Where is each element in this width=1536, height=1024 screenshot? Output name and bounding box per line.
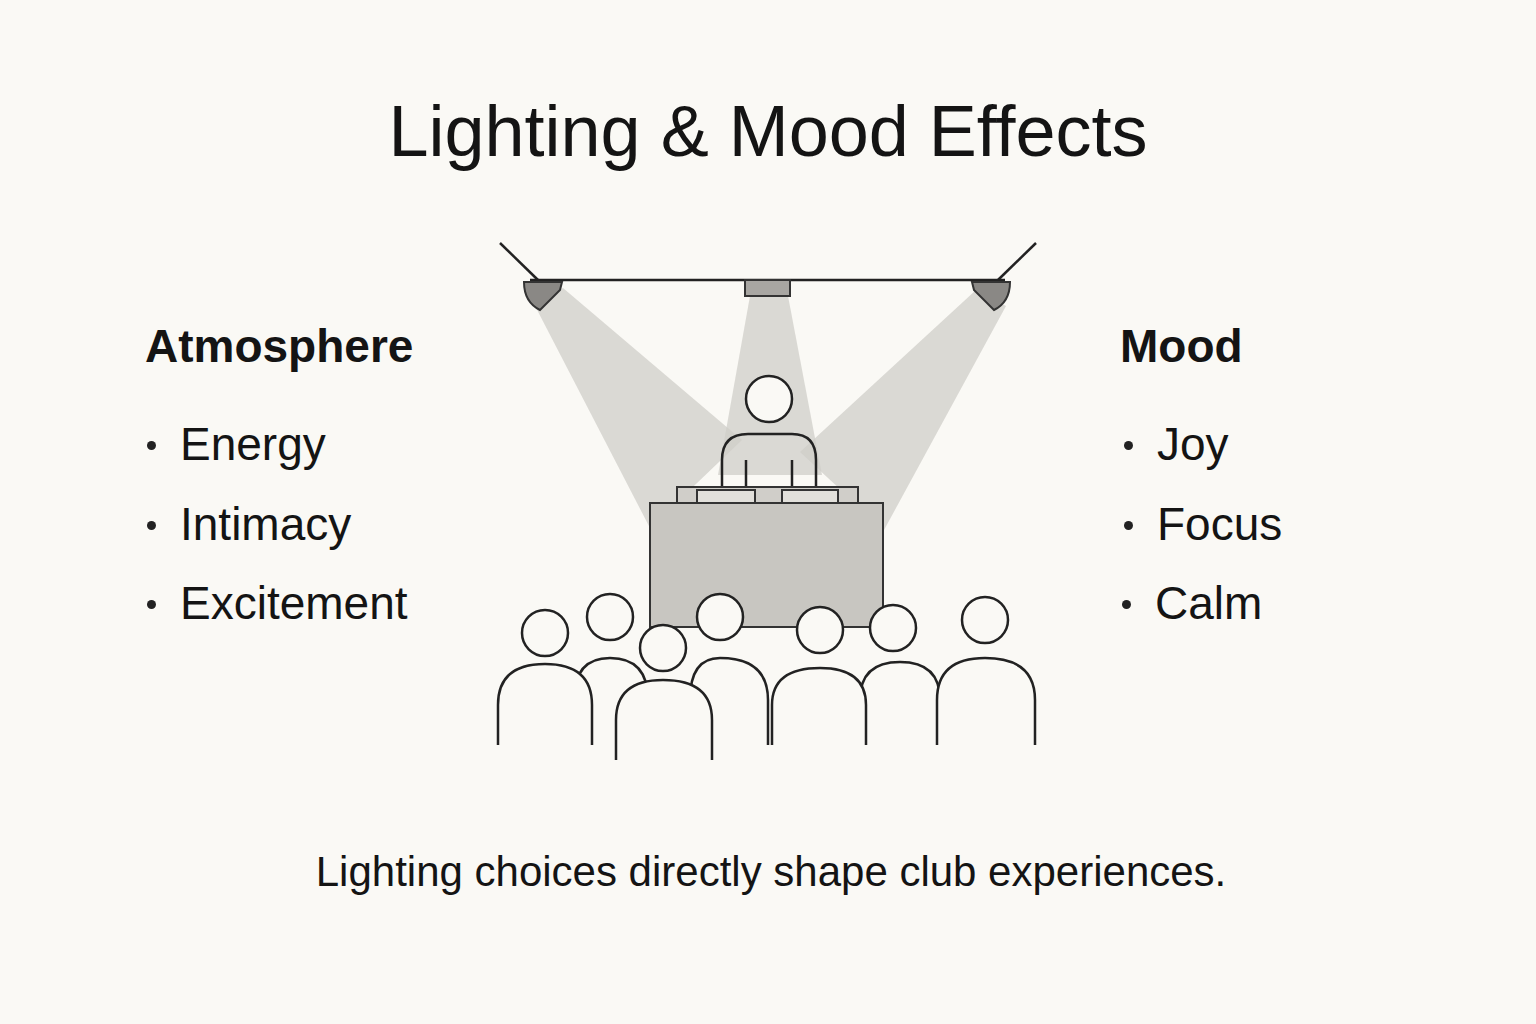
bullet-item: Energy: [180, 421, 326, 467]
audience-body: [937, 658, 1035, 745]
dj-arm: [745, 460, 748, 490]
bullet-dot: [1122, 600, 1131, 609]
audience-head: [522, 610, 568, 656]
audience-body: [498, 664, 592, 745]
audience-head: [697, 594, 743, 640]
bullet-item: Excitement: [180, 580, 408, 626]
truss-hanger: [998, 243, 1036, 280]
audience-head: [962, 597, 1008, 643]
turntable: [697, 490, 755, 503]
diagram-title: Lighting & Mood Effects: [388, 95, 1147, 167]
audience-head: [797, 607, 843, 653]
column-heading: Atmosphere: [145, 323, 413, 369]
mixer-base: [677, 487, 858, 503]
truss-hanger: [500, 243, 538, 280]
dj-equipment: [650, 487, 883, 627]
lighting-truss: [500, 243, 1036, 280]
bullet-dot: [1124, 441, 1133, 450]
dj-arm: [791, 460, 794, 490]
dj-body: [722, 434, 816, 490]
bullet-item: Calm: [1155, 580, 1262, 626]
audience-body: [860, 662, 940, 745]
audience-head: [870, 605, 916, 651]
light-beams: [533, 288, 1006, 530]
audience-body: [616, 680, 712, 760]
stage-lamp: [524, 282, 562, 310]
audience-body: [772, 668, 866, 745]
bullet-dot: [147, 521, 156, 530]
stage-lamp: [745, 280, 790, 296]
dj-booth: [650, 503, 883, 627]
bullet-dot: [1124, 521, 1133, 530]
bullet-dot: [147, 600, 156, 609]
audience-head: [587, 594, 633, 640]
bullet-item: Focus: [1157, 501, 1282, 547]
dj-head: [746, 376, 792, 422]
diagram-caption: Lighting choices directly shape club exp…: [316, 851, 1227, 893]
audience: [498, 594, 1035, 760]
audience-head: [640, 625, 686, 671]
bullet-dot: [147, 441, 156, 450]
turntable: [782, 490, 838, 503]
column-heading: Mood: [1120, 323, 1243, 369]
bullet-item: Intimacy: [180, 501, 351, 547]
stage-lamp: [972, 282, 1010, 310]
bullet-item: Joy: [1157, 421, 1229, 467]
dj-figure: [722, 376, 816, 490]
